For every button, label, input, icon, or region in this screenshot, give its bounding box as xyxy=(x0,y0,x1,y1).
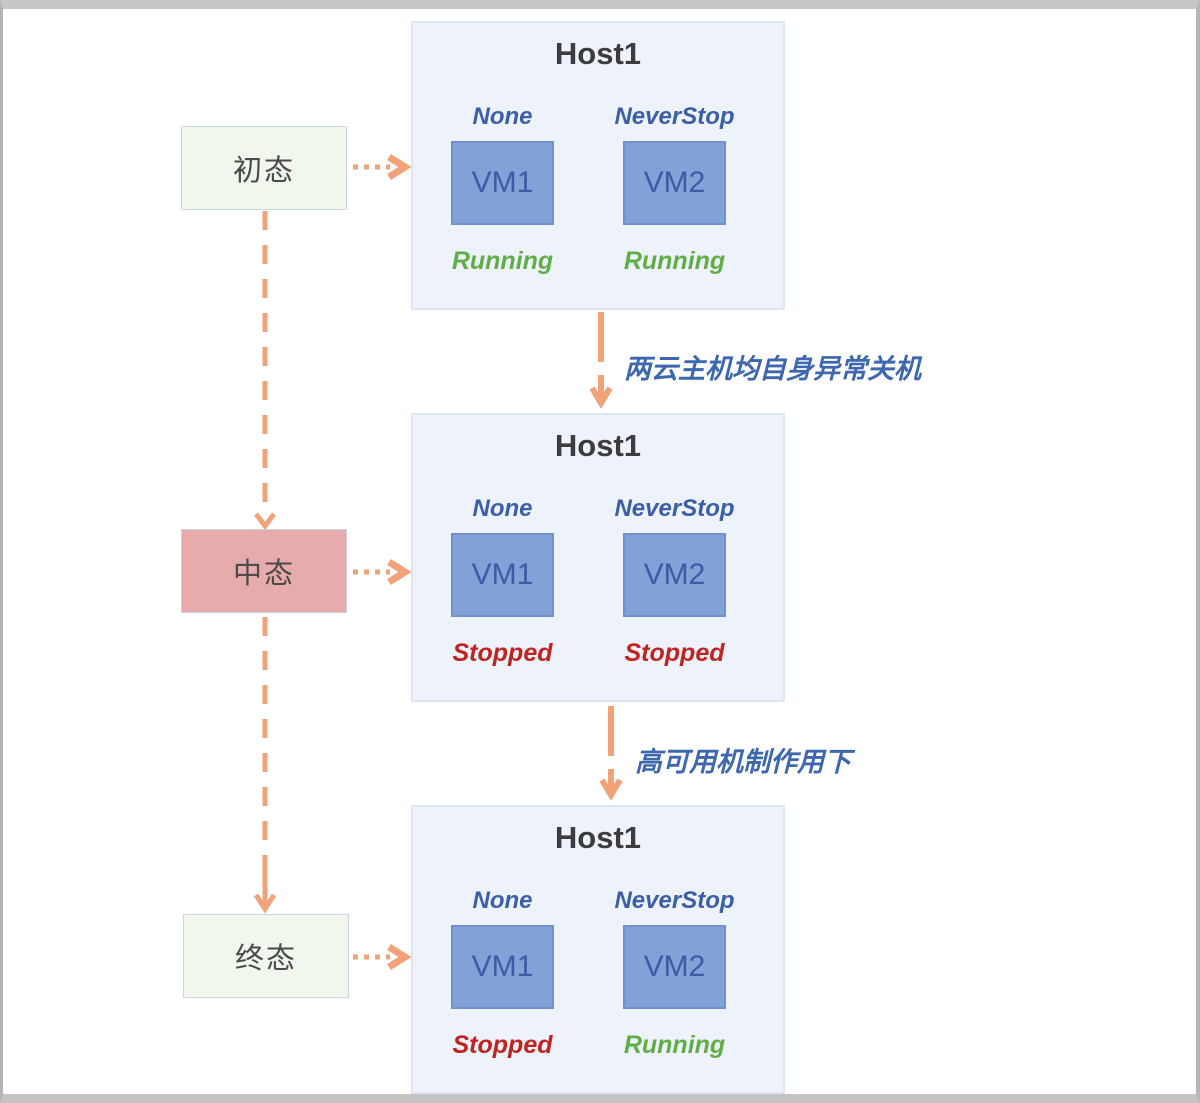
transition-label-ha-mechanism: 高可用机制作用下 xyxy=(635,747,851,777)
host-box-middle: Host1 None VM1 Stopped NeverStop VM2 Sto… xyxy=(411,413,785,702)
vm2-status: Running xyxy=(623,247,726,275)
vm1-column: None VM1 Stopped xyxy=(451,415,554,700)
vm2-box: VM2 xyxy=(623,141,726,225)
vm2-box: VM2 xyxy=(623,533,726,617)
vm1-column: None VM1 Stopped xyxy=(451,807,554,1092)
state-box-final: 终态 xyxy=(183,914,349,998)
vm2-name: VM2 xyxy=(643,558,706,591)
host-title: Host1 xyxy=(554,428,642,463)
vm1-status: Stopped xyxy=(452,639,553,667)
host-box-initial: Host1 None VM1 Running NeverStop VM2 Run… xyxy=(411,21,785,310)
vm2-column: NeverStop VM2 Stopped xyxy=(614,415,734,700)
vm2-status: Stopped xyxy=(624,639,725,667)
state-label-initial: 初态 xyxy=(232,155,295,187)
vm1-name: VM1 xyxy=(471,166,534,199)
vm1-policy: None xyxy=(472,103,533,130)
vm2-policy: NeverStop xyxy=(614,103,735,130)
vm1-box: VM1 xyxy=(451,925,554,1009)
vm2-name: VM2 xyxy=(643,950,706,983)
vm1-status: Stopped xyxy=(452,1031,553,1059)
vm1-policy: None xyxy=(472,495,533,522)
vm1-box: VM1 xyxy=(451,533,554,617)
vm1-column: None VM1 Running xyxy=(451,23,554,308)
dashed-connector-initial-to-middle xyxy=(254,211,276,531)
arrow-host1-to-host2 xyxy=(589,312,613,409)
state-box-initial: 初态 xyxy=(181,126,347,210)
vm2-name: VM2 xyxy=(643,166,706,199)
vm2-policy: NeverStop xyxy=(614,887,735,914)
arrow-host2-to-host3 xyxy=(599,706,623,801)
vm2-column: NeverStop VM2 Running xyxy=(614,23,734,308)
host-title: Host1 xyxy=(554,820,642,855)
state-box-middle: 中态 xyxy=(181,529,347,613)
state-label-middle: 中态 xyxy=(232,558,295,590)
vm1-status: Running xyxy=(451,247,554,275)
dotted-arrow-middle-to-host xyxy=(353,559,412,585)
dotted-arrow-final-to-host xyxy=(353,944,412,970)
vm2-box: VM2 xyxy=(623,925,726,1009)
dashed-connector-middle-to-final xyxy=(253,617,277,914)
vm1-name: VM1 xyxy=(471,558,534,591)
vm2-column: NeverStop VM2 Running xyxy=(614,807,734,1092)
dotted-arrow-initial-to-host xyxy=(353,154,412,180)
vm1-policy: None xyxy=(472,887,533,914)
state-label-final: 终态 xyxy=(234,943,297,975)
vm2-status: Running xyxy=(623,1031,726,1059)
host-title: Host1 xyxy=(554,36,642,71)
host-box-final: Host1 None VM1 Stopped NeverStop VM2 Run… xyxy=(411,805,785,1094)
vm1-box: VM1 xyxy=(451,141,554,225)
vm2-policy: NeverStop xyxy=(614,495,735,522)
transition-label-abnormal-shutdown: 两云主机均自身异常关机 xyxy=(624,354,921,384)
vm1-name: VM1 xyxy=(471,950,534,983)
